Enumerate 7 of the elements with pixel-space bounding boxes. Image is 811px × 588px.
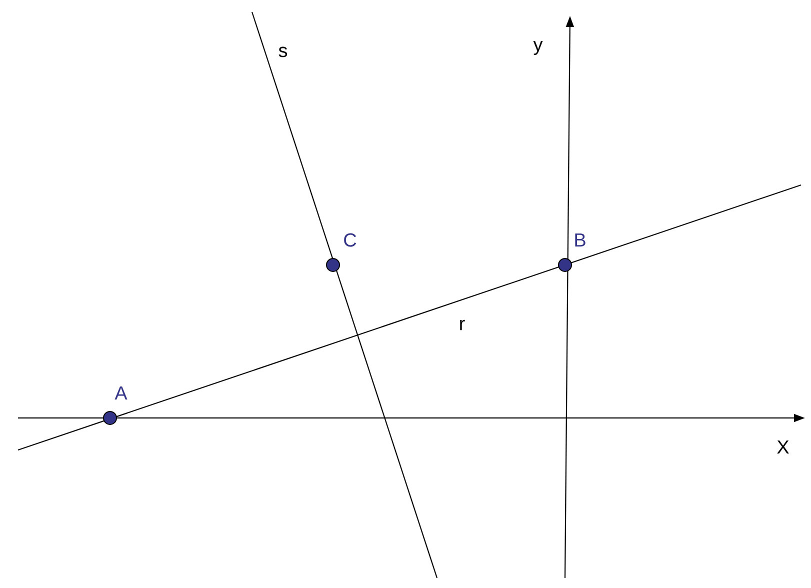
line-label: y — [533, 41, 543, 55]
point-label: B — [575, 233, 586, 247]
line-label: r — [460, 320, 465, 330]
point-label: C — [344, 233, 356, 247]
line-label: X — [777, 440, 789, 454]
line-label: s — [278, 46, 288, 58]
point-label: A — [114, 386, 128, 400]
